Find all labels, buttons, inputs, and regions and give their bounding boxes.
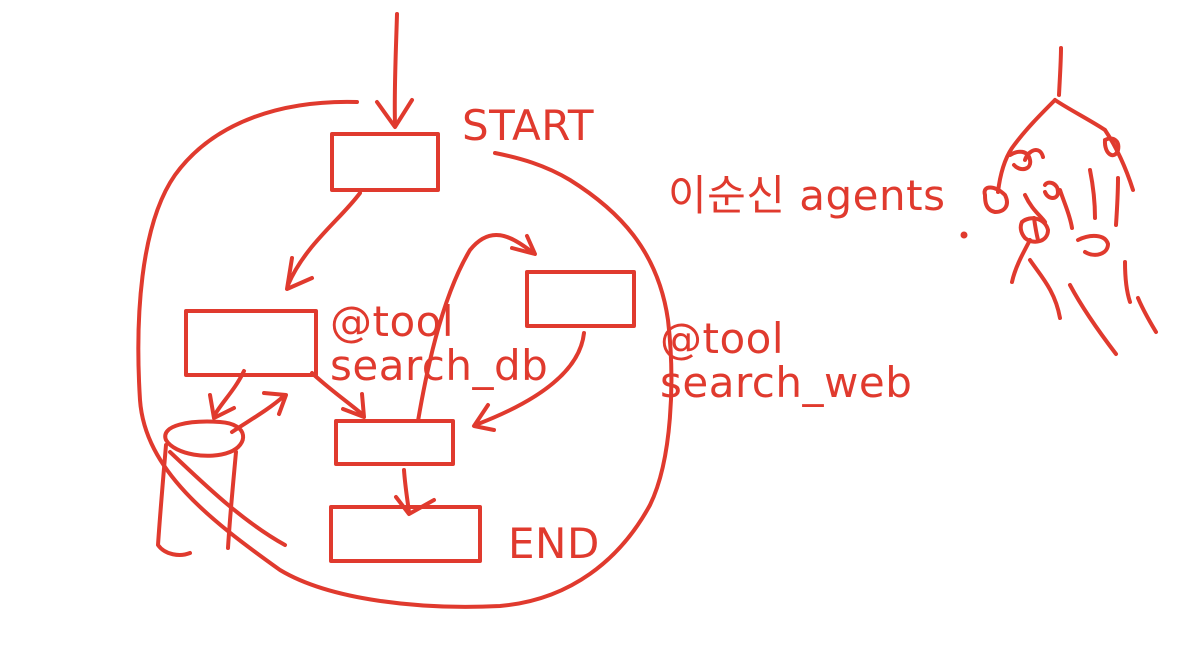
stray-dot — [960, 231, 968, 239]
edge-db-to-store — [212, 369, 246, 418]
figure-sketch-icon — [982, 46, 1158, 356]
edge-agent-to-end-head — [394, 495, 436, 516]
agent-loop-boundary — [136, 99, 674, 609]
edge-store-to-db — [230, 394, 286, 434]
database-body-right — [226, 450, 238, 550]
edge-start-to-db — [286, 191, 362, 287]
agents-label: 이순신 agents — [668, 171, 946, 220]
edge-agent-to-end — [402, 468, 411, 514]
start-node — [330, 132, 440, 192]
database-body-left — [156, 443, 192, 557]
edge-agent-to-web — [416, 233, 534, 423]
start-label: START — [462, 101, 595, 150]
end-label: END — [508, 519, 600, 568]
edge-db-to-store-head — [208, 393, 236, 420]
entry-arrow — [392, 12, 399, 126]
database-tail — [168, 450, 287, 547]
edge-web-to-agent-head — [472, 403, 496, 432]
end-node — [329, 505, 482, 563]
tool-web-node — [525, 270, 636, 328]
edge-db-to-agent-head — [341, 392, 366, 419]
tool-db-name-label: search_db — [330, 341, 549, 390]
edge-db-to-agent — [310, 371, 364, 416]
tool-db-decorator-label: @tool — [330, 297, 455, 346]
tool-web-decorator-label: @tool — [660, 314, 785, 363]
database-icon — [163, 419, 246, 458]
entry-arrowhead — [375, 98, 414, 129]
edge-web-to-agent — [476, 331, 586, 426]
edge-store-to-db-head — [262, 391, 288, 416]
agent-node — [334, 419, 455, 466]
edge-agent-to-web-head — [510, 234, 537, 256]
tool-db-node — [184, 309, 318, 377]
edge-start-to-db-head — [285, 256, 314, 291]
tool-web-name-label: search_web — [660, 358, 913, 407]
